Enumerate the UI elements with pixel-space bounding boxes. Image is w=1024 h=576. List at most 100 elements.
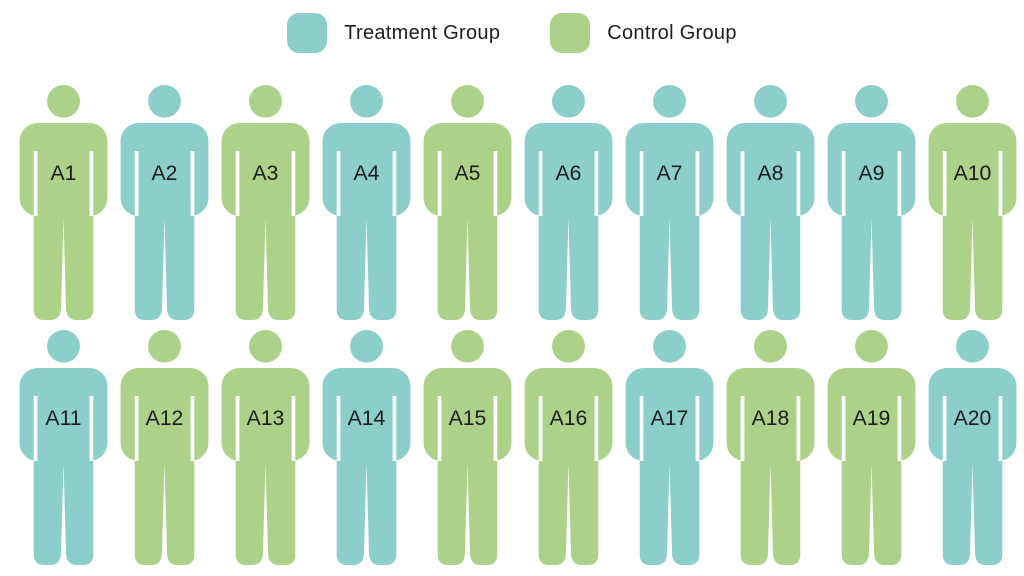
right-arm-gap [190, 151, 195, 216]
person-head [653, 85, 686, 118]
person-left-leg [336, 430, 367, 565]
person-A2: A2 [114, 85, 215, 320]
right-arm-gap [998, 151, 1003, 216]
right-arm-gap [897, 151, 902, 216]
legend-label-treatment: Treatment Group [344, 21, 501, 44]
right-arm-gap [796, 151, 801, 216]
legend-item-treatment: Treatment Group [287, 13, 500, 53]
person-icon: A10 [928, 85, 1017, 320]
person-head [148, 85, 181, 118]
person-head [451, 330, 484, 363]
left-arm-gap [336, 151, 341, 216]
person-left-leg [538, 185, 569, 320]
right-arm-gap [392, 151, 397, 216]
left-arm-gap [33, 396, 38, 461]
person-A4: A4 [316, 85, 417, 320]
person-right-leg [770, 430, 801, 565]
person-head [47, 85, 80, 118]
person-left-leg [437, 430, 468, 565]
person-head [754, 85, 787, 118]
participant-label: A10 [954, 162, 992, 185]
person-icon: A5 [423, 85, 512, 320]
person-head [754, 330, 787, 363]
participant-label: A14 [348, 407, 386, 430]
legend-item-control: Control Group [550, 13, 737, 53]
person-head [956, 330, 989, 363]
person-A16: A16 [518, 330, 619, 565]
person-left-leg [437, 185, 468, 320]
person-right-leg [871, 185, 902, 320]
left-arm-gap [437, 151, 442, 216]
person-head [855, 85, 888, 118]
person-right-leg [568, 430, 599, 565]
person-icon: A13 [221, 330, 310, 565]
person-icon: A4 [322, 85, 411, 320]
left-arm-gap [538, 396, 543, 461]
person-head [249, 330, 282, 363]
person-left-leg [33, 430, 64, 565]
right-arm-gap [695, 396, 700, 461]
person-icon: A7 [625, 85, 714, 320]
person-A5: A5 [417, 85, 518, 320]
person-icon: A2 [120, 85, 209, 320]
person-left-leg [841, 430, 872, 565]
person-right-leg [568, 185, 599, 320]
participant-label: A16 [550, 407, 588, 430]
person-right-leg [265, 185, 296, 320]
person-A7: A7 [619, 85, 720, 320]
person-right-leg [467, 185, 498, 320]
person-head [552, 85, 585, 118]
control-swatch-icon [550, 13, 591, 53]
left-arm-gap [538, 151, 543, 216]
person-A6: A6 [518, 85, 619, 320]
person-left-leg [740, 185, 771, 320]
person-A9: A9 [821, 85, 922, 320]
participant-label: A2 [152, 162, 178, 185]
right-arm-gap [493, 396, 498, 461]
person-icon: A20 [928, 330, 1017, 565]
person-left-leg [235, 185, 266, 320]
left-arm-gap [942, 396, 947, 461]
person-right-leg [972, 185, 1003, 320]
left-arm-gap [33, 151, 38, 216]
participant-label: A15 [449, 407, 487, 430]
left-arm-gap [336, 396, 341, 461]
right-arm-gap [291, 151, 296, 216]
person-left-leg [235, 430, 266, 565]
person-A20: A20 [922, 330, 1023, 565]
person-head [350, 330, 383, 363]
person-icon: A8 [726, 85, 815, 320]
left-arm-gap [639, 396, 644, 461]
person-left-leg [841, 185, 872, 320]
person-right-leg [972, 430, 1003, 565]
participant-label: A9 [859, 162, 885, 185]
person-A12: A12 [114, 330, 215, 565]
person-icon: A12 [120, 330, 209, 565]
left-arm-gap [235, 151, 240, 216]
person-icon: A1 [19, 85, 108, 320]
person-right-leg [265, 430, 296, 565]
person-left-leg [538, 430, 569, 565]
participants-row-2: A11 A12 A13 [0, 330, 1024, 565]
left-arm-gap [235, 396, 240, 461]
person-A18: A18 [720, 330, 821, 565]
person-head [855, 330, 888, 363]
right-arm-gap [89, 151, 94, 216]
left-arm-gap [740, 151, 745, 216]
person-right-leg [63, 185, 94, 320]
left-arm-gap [740, 396, 745, 461]
left-arm-gap [841, 151, 846, 216]
person-right-leg [871, 430, 902, 565]
person-right-leg [669, 430, 700, 565]
person-A1: A1 [13, 85, 114, 320]
participant-label: A20 [954, 407, 992, 430]
person-right-leg [164, 430, 195, 565]
person-icon: A3 [221, 85, 310, 320]
right-arm-gap [695, 151, 700, 216]
person-icon: A6 [524, 85, 613, 320]
participant-label: A12 [146, 407, 184, 430]
person-right-leg [63, 430, 94, 565]
person-head [451, 85, 484, 118]
person-icon: A9 [827, 85, 916, 320]
person-A10: A10 [922, 85, 1023, 320]
